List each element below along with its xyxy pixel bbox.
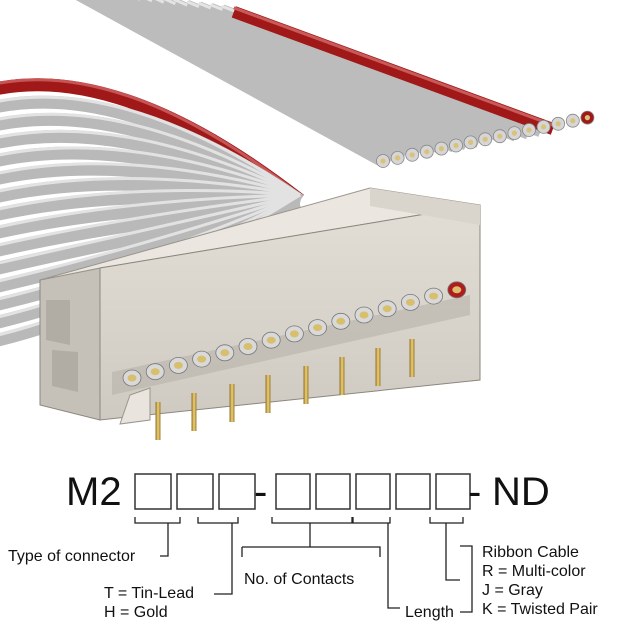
label-plating-tin-lead: T = Tin-Lead <box>104 585 194 602</box>
label-plating-gold: H = Gold <box>104 604 168 621</box>
connector-pin <box>265 375 271 413</box>
cable-end-conductors <box>376 110 595 168</box>
connector-housing <box>39 187 481 425</box>
part-suffix: ND <box>492 470 550 514</box>
connector-pin <box>339 357 345 395</box>
label-ribbon-twisted-pair: K = Twisted Pair <box>482 601 598 618</box>
code-box <box>176 473 214 510</box>
connector-pin <box>409 339 415 377</box>
label-ribbon-cable: Ribbon Cable <box>482 544 579 561</box>
upper-ribbon-red-wire <box>231 6 555 135</box>
code-boxes-contacts-length-ribbon <box>275 473 471 510</box>
code-box <box>315 473 351 510</box>
legend-leader-lines <box>134 517 473 613</box>
label-length: Length <box>405 604 454 621</box>
lower-ribbon-cable <box>0 78 304 347</box>
label-ribbon-multicolor: R = Multi-color <box>482 563 586 580</box>
code-box <box>355 473 391 510</box>
connector-pins <box>155 339 415 440</box>
code-box <box>275 473 311 510</box>
connector-pin <box>191 393 197 431</box>
connector-pin <box>155 402 161 440</box>
part-number-legend: Type of connector T = Tin-Lead H = Gold … <box>8 544 598 621</box>
connector-pin <box>303 366 309 404</box>
code-box <box>395 473 431 510</box>
code-box <box>218 473 256 510</box>
label-type-of-connector: Type of connector <box>8 548 136 565</box>
connector-pin <box>229 384 235 422</box>
code-boxes-connector-plating <box>134 473 256 510</box>
part-separator-1: - <box>254 470 267 514</box>
code-box <box>435 473 471 510</box>
connector-pin <box>375 348 381 386</box>
part-number-code: M2 - - ND <box>66 470 550 514</box>
label-no-of-contacts: No. of Contacts <box>244 571 354 588</box>
ribbon-cable-assembly-image <box>0 0 595 440</box>
part-prefix: M2 <box>66 470 122 514</box>
part-separator-2: - <box>468 470 481 514</box>
upper-ribbon-cable <box>75 0 555 166</box>
label-ribbon-gray: J = Gray <box>482 582 543 599</box>
code-box <box>134 473 172 510</box>
connector-contact-row <box>122 281 467 387</box>
